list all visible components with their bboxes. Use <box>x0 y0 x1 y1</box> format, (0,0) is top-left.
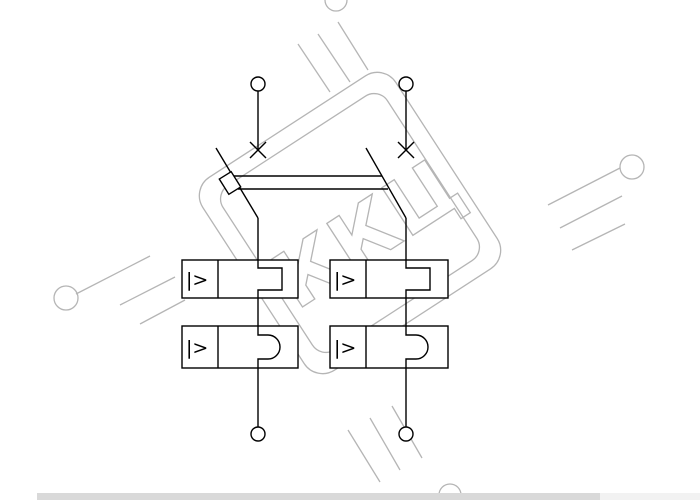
watermark-lead-left-2 <box>119 276 176 306</box>
watermark-lead-right-2 <box>559 195 623 229</box>
trip-unit-3: |> <box>329 259 449 299</box>
pole-2-isolator-cross-b <box>397 141 415 159</box>
trip-unit-4-glyph: |> <box>334 337 356 359</box>
trip-unit-1-glyph: |> <box>186 269 208 291</box>
watermark-lead-bottom-1 <box>347 429 381 483</box>
watermark-lead-right-3 <box>571 223 626 251</box>
mechanical-linkage <box>218 170 388 196</box>
pole-1 <box>215 76 267 442</box>
trip-unit-4-magnetic-element <box>405 326 429 368</box>
watermark-lead-top-2 <box>317 33 351 83</box>
watermark-lead-right-1 <box>547 167 621 206</box>
pole-2 <box>365 76 415 442</box>
watermark-lead-left-1 <box>75 255 151 295</box>
trip-unit-3-body <box>329 259 449 299</box>
trip-unit-1-thermal-element <box>257 260 283 298</box>
watermark-lead-left-3 <box>139 299 186 325</box>
linkage-actuator-block <box>218 170 242 196</box>
watermark-lead-top-1 <box>297 43 331 93</box>
watermark: ККЦ <box>53 0 645 500</box>
trip-unit-2-magnetic-element <box>257 326 281 368</box>
watermark-terminal-right <box>619 154 645 180</box>
watermark-terminal-left <box>53 285 79 311</box>
trip-unit-3-glyph: |> <box>334 269 356 291</box>
trip-unit-2-glyph: |> <box>186 337 208 359</box>
pole-1-top-terminal <box>250 76 266 92</box>
trip-unit-4: |> <box>329 298 449 369</box>
trip-unit-2: |> <box>181 298 299 369</box>
watermark-lead-top-3 <box>337 21 369 71</box>
pole-2-top-terminal <box>398 76 414 92</box>
trip-unit-3-thermal-element <box>405 260 431 298</box>
pole-2-switch-blade <box>365 147 407 219</box>
pole-2-bottom-terminal <box>398 426 414 442</box>
trip-unit-1-body <box>181 259 299 299</box>
trip-unit-1: |> <box>181 259 299 299</box>
scrollbar-thumb[interactable] <box>600 493 700 500</box>
pole-1-bottom-terminal <box>250 426 266 442</box>
trip-unit-2-body <box>181 325 299 369</box>
horizontal-scrollbar[interactable] <box>37 493 700 500</box>
pole-1-isolator-cross-b <box>249 141 267 159</box>
watermark-lead-bottom-2 <box>369 417 401 471</box>
watermark-terminal-top <box>324 0 348 12</box>
